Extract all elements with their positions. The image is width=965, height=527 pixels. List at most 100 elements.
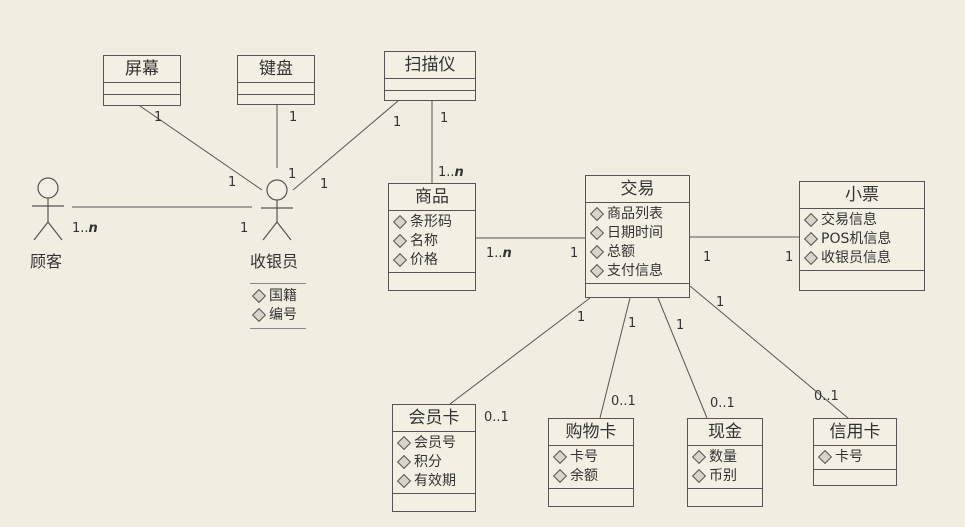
mult-transaction-receipt: 1 — [703, 250, 712, 265]
attribute-diamond-icon — [392, 252, 408, 267]
attribute: 国籍 — [251, 287, 304, 306]
attribute-diamond-icon — [251, 307, 267, 322]
attribute-diamond-icon — [691, 468, 707, 483]
class-name: 交易 — [586, 176, 689, 203]
mult-cashier-screen: 1 — [228, 175, 237, 190]
attribute-diamond-icon — [589, 263, 605, 278]
customer-actor-icon — [32, 177, 64, 241]
attribute: 总额 — [589, 243, 685, 262]
mult-receipt-transaction: 1 — [785, 250, 794, 265]
attribute-diamond-icon — [589, 244, 605, 259]
attribute: 有效期 — [396, 472, 471, 491]
attribute: 卡号 — [552, 448, 629, 467]
attribute-diamond-icon — [817, 449, 833, 464]
attribute-diamond-icon — [589, 206, 605, 221]
attribute: 收银员信息 — [803, 249, 920, 268]
mult-membercard: 0..1 — [484, 410, 509, 425]
attribute-list: 卡号 — [814, 446, 896, 470]
class-cash: 现金 数量 币别 — [687, 418, 763, 507]
attribute-diamond-icon — [803, 212, 819, 227]
mult-creditcard: 0..1 — [814, 389, 839, 404]
class-receipt: 小票 交易信息 POS机信息 收银员信息 — [799, 181, 925, 291]
attribute: POS机信息 — [803, 230, 920, 249]
class-name: 商品 — [389, 184, 475, 211]
mult-keyboard-side: 1 — [289, 110, 298, 125]
class-name: 小票 — [800, 182, 924, 209]
actor-customer-name: 顾客 — [30, 252, 63, 271]
class-keyboard: 键盘 — [237, 55, 315, 105]
assoc-transaction-shoppingcard — [599, 297, 631, 419]
attribute: 数量 — [691, 448, 758, 467]
attribute: 商品列表 — [589, 205, 685, 224]
attribute: 日期时间 — [589, 224, 685, 243]
attribute-diamond-icon — [392, 233, 408, 248]
attribute-list: 商品列表 日期时间 总额 支付信息 — [586, 203, 689, 284]
mult-transaction-product: 1 — [570, 246, 579, 261]
attribute-diamond-icon — [803, 231, 819, 246]
class-screen: 屏幕 — [103, 55, 181, 106]
attribute-diamond-icon — [691, 449, 707, 464]
attribute: 价格 — [392, 251, 471, 270]
attribute: 编号 — [251, 306, 304, 325]
attribute: 名称 — [392, 232, 471, 251]
mult-product-transaction: 1..n — [486, 246, 512, 261]
class-shopping-card: 购物卡 卡号 余额 — [548, 418, 634, 507]
assoc-transaction-creditcard — [689, 285, 849, 419]
attribute-diamond-icon — [589, 225, 605, 240]
class-member-card: 会员卡 会员号 积分 有效期 — [392, 404, 476, 512]
attribute: 会员号 — [396, 434, 471, 453]
mult-cashier-customer: 1 — [240, 221, 249, 236]
assoc-scanner-cashier — [292, 100, 399, 191]
assoc-screen-cashier — [139, 105, 263, 191]
cashier-actor-icon — [261, 179, 293, 241]
attribute: 币别 — [691, 467, 758, 486]
assoc-transaction-membercard — [449, 297, 591, 405]
attribute: 卡号 — [817, 448, 892, 467]
mult-product-scanner: 1..n — [438, 165, 464, 180]
attribute-diamond-icon — [552, 449, 568, 464]
attribute: 条形码 — [392, 213, 471, 232]
attribute-diamond-icon — [803, 250, 819, 265]
mult-transaction-cash: 1 — [676, 318, 685, 333]
mult-cashier-keyboard: 1 — [288, 167, 297, 182]
class-scanner: 扫描仪 — [384, 51, 476, 101]
mult-scanner-cashier-side: 1 — [393, 115, 402, 130]
class-name: 屏幕 — [104, 56, 180, 83]
attribute: 交易信息 — [803, 211, 920, 230]
cashier-attribute-list: 国籍 编号 — [250, 283, 306, 329]
class-transaction: 交易 商品列表 日期时间 总额 支付信息 — [585, 175, 690, 298]
attribute-list: 数量 币别 — [688, 446, 762, 489]
attribute-list: 条形码 名称 价格 — [389, 211, 475, 273]
mult-shoppingcard: 0..1 — [611, 394, 636, 409]
mult-customer-cashier: 1..n — [72, 221, 98, 236]
attribute-list: 交易信息 POS机信息 收银员信息 — [800, 209, 924, 271]
class-product: 商品 条形码 名称 价格 — [388, 183, 476, 291]
actor-cashier-name: 收银员 — [250, 252, 299, 271]
mult-transaction-creditcard: 1 — [716, 295, 725, 310]
attribute-list: 会员号 积分 有效期 — [393, 432, 475, 494]
mult-transaction-shoppingcard: 1 — [628, 316, 637, 331]
class-credit-card: 信用卡 卡号 — [813, 418, 897, 486]
class-name: 会员卡 — [393, 405, 475, 432]
attribute: 余额 — [552, 467, 629, 486]
mult-screen-side: 1 — [154, 110, 163, 125]
mult-cash: 0..1 — [710, 396, 735, 411]
attribute-diamond-icon — [251, 288, 267, 303]
attribute-diamond-icon — [392, 214, 408, 229]
class-name: 购物卡 — [549, 419, 633, 446]
class-name: 信用卡 — [814, 419, 896, 446]
class-name: 扫描仪 — [385, 52, 475, 79]
attribute: 支付信息 — [589, 262, 685, 281]
attribute-diamond-icon — [396, 435, 412, 450]
assoc-transaction-cash — [657, 297, 708, 419]
attribute-diamond-icon — [552, 468, 568, 483]
mult-cashier-scanner: 1 — [320, 177, 329, 192]
mult-transaction-membercard: 1 — [577, 310, 586, 325]
class-name: 现金 — [688, 419, 762, 446]
attribute-diamond-icon — [396, 454, 412, 469]
attribute: 积分 — [396, 453, 471, 472]
class-name: 键盘 — [238, 56, 314, 83]
mult-scanner-product-side: 1 — [440, 111, 449, 126]
